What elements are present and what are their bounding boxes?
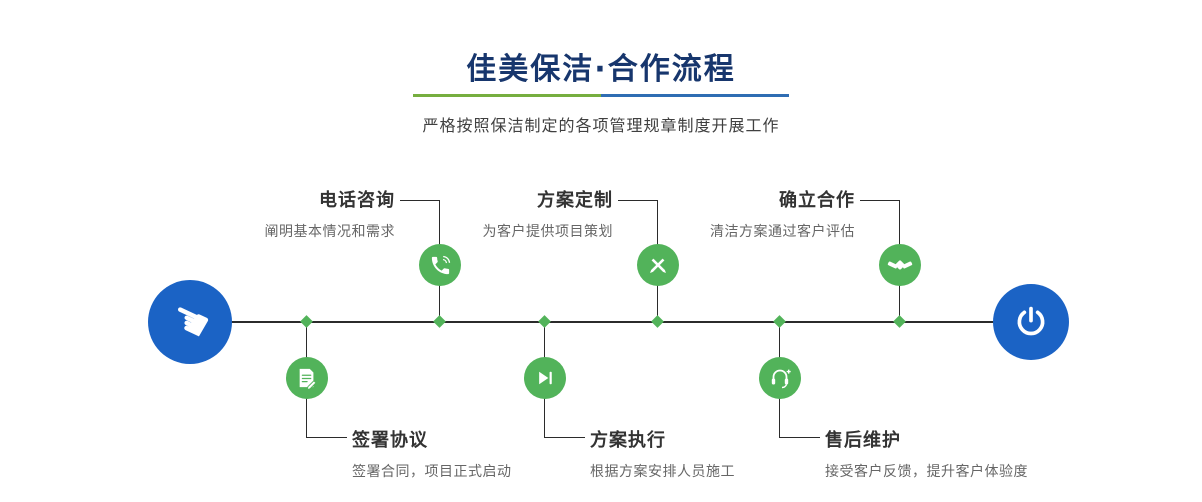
timeline-axis bbox=[190, 321, 1035, 323]
connector-line bbox=[545, 437, 585, 438]
step-desc: 阐明基本情况和需求 bbox=[264, 224, 395, 240]
step-icon-circle bbox=[419, 244, 461, 286]
connector-line bbox=[860, 200, 900, 201]
contract-icon bbox=[299, 368, 317, 389]
step: 售后维护 接受客户反馈，提升客户体验度 bbox=[825, 426, 1028, 481]
step: 确立合作 清洁方案通过客户评估 bbox=[710, 186, 855, 241]
pointing-hand-icon: ☚ bbox=[161, 290, 219, 353]
headset-icon bbox=[771, 369, 791, 389]
connector-line bbox=[307, 437, 347, 438]
node-marker bbox=[773, 315, 786, 328]
connector-line bbox=[400, 200, 440, 201]
step-icon-circle bbox=[759, 357, 801, 399]
handshake-icon bbox=[887, 260, 913, 270]
start-node: ☚ bbox=[148, 280, 232, 364]
step: 方案执行 根据方案安排人员施工 bbox=[590, 426, 735, 481]
step-icon-circle bbox=[637, 244, 679, 286]
design-icon bbox=[650, 258, 666, 273]
play-icon bbox=[539, 371, 552, 385]
step-title: 签署协议 bbox=[352, 430, 428, 451]
step-icon-circle bbox=[879, 244, 921, 286]
node-marker bbox=[300, 315, 313, 328]
connector-line bbox=[780, 437, 820, 438]
phone-icon bbox=[431, 255, 450, 274]
step-desc: 根据方案安排人员施工 bbox=[590, 464, 735, 480]
divider-blue-segment bbox=[601, 94, 789, 97]
node-marker bbox=[651, 315, 664, 328]
end-node bbox=[993, 284, 1069, 360]
step-title: 方案执行 bbox=[590, 430, 666, 451]
node-marker bbox=[433, 315, 446, 328]
connector-line bbox=[618, 200, 658, 201]
divider-green-segment bbox=[413, 94, 601, 97]
step: 电话咨询 阐明基本情况和需求 bbox=[265, 186, 396, 241]
step-desc: 清洁方案通过客户评估 bbox=[710, 224, 855, 240]
step-icon-circle bbox=[286, 357, 328, 399]
step: 签署协议 签署合同，项目正式启动 bbox=[352, 426, 512, 481]
step-title: 确立合作 bbox=[779, 190, 855, 211]
title-divider bbox=[413, 94, 789, 97]
node-marker bbox=[538, 315, 551, 328]
page-subtitle: 严格按照保洁制定的各项管理规章制度开展工作 bbox=[422, 116, 780, 135]
page-title: 佳美保洁·合作流程 bbox=[466, 52, 736, 87]
step-title: 方案定制 bbox=[537, 190, 613, 211]
step: 方案定制 为客户提供项目策划 bbox=[483, 186, 614, 241]
power-icon bbox=[1017, 306, 1045, 336]
step-desc: 接受客户反馈，提升客户体验度 bbox=[825, 464, 1028, 480]
step-desc: 签署合同，项目正式启动 bbox=[352, 464, 512, 480]
step-icon-circle bbox=[524, 357, 566, 399]
step-title: 电话咨询 bbox=[319, 190, 395, 211]
step-title: 售后维护 bbox=[825, 430, 901, 451]
step-desc: 为客户提供项目策划 bbox=[482, 224, 613, 240]
node-marker bbox=[893, 315, 906, 328]
